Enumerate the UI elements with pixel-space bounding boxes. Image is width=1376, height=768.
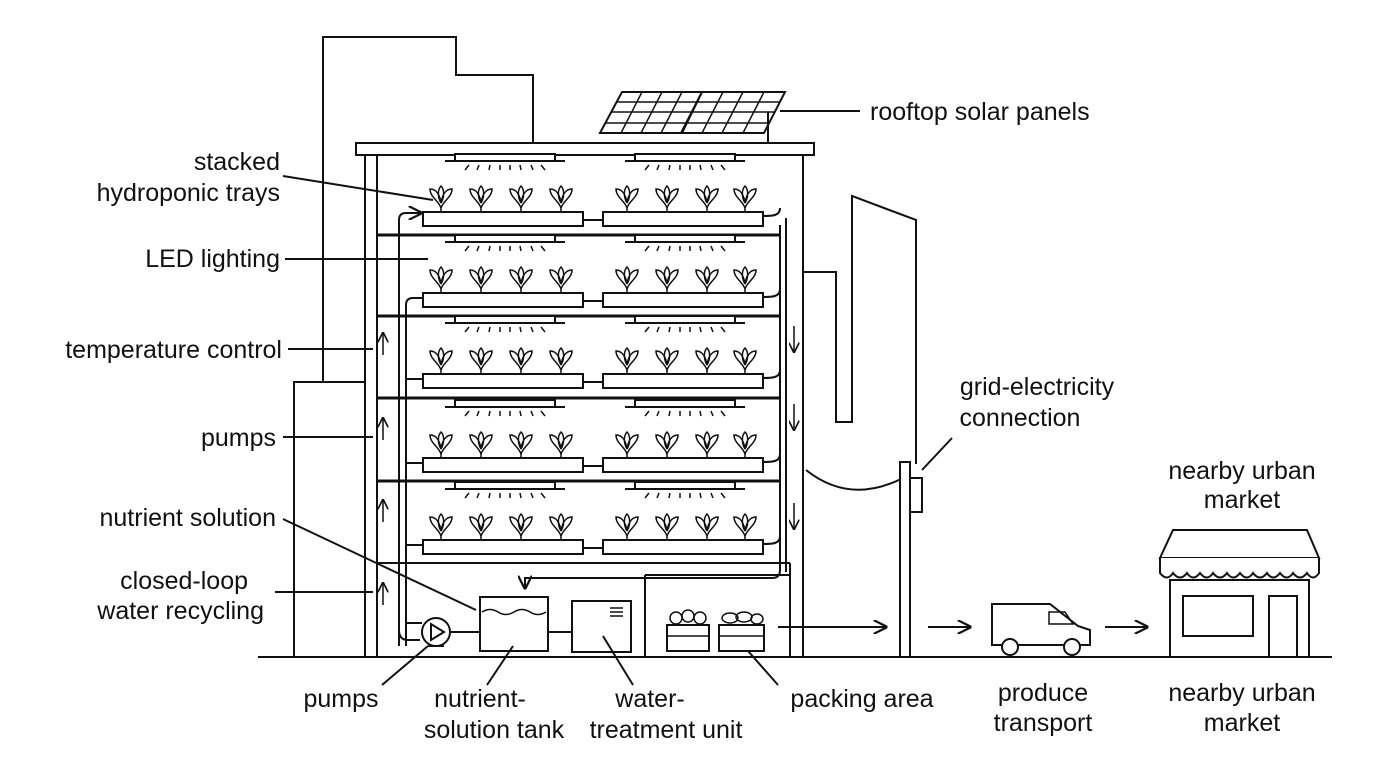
grid-connection-pole — [805, 461, 923, 658]
label-market-bottom-line2: market — [1204, 709, 1280, 737]
label-transport-line2: transport — [994, 709, 1093, 737]
label-closed-loop-line2: water recycling — [96, 597, 264, 625]
label-pumps-left: pumps — [201, 424, 276, 452]
label-packing-area: packing area — [790, 685, 933, 713]
labels: rooftop solar panels stacked hydroponic … — [65, 98, 1315, 744]
label-tank-line1: nutrient- — [434, 685, 526, 713]
label-water-line1: water- — [614, 685, 684, 713]
delivery-van-icon — [991, 603, 1091, 656]
leader-lines — [275, 110, 953, 686]
water-treatment-unit-icon — [571, 600, 632, 653]
label-market-top-line2: market — [1204, 486, 1280, 514]
label-pumps-bottom: pumps — [303, 685, 378, 713]
label-grid-line2: connection — [960, 404, 1081, 432]
label-grid-line1: grid-electricity — [960, 373, 1115, 401]
label-transport-line1: produce — [998, 679, 1088, 707]
label-market-top-line1: nearby urban — [1168, 457, 1315, 485]
label-closed-loop-line1: closed-loop — [120, 567, 248, 595]
label-temperature-control: temperature control — [65, 336, 282, 364]
label-tank-line2: solution tank — [424, 716, 565, 744]
nutrient-tank-icon — [479, 596, 549, 652]
market-building-icon — [1158, 529, 1321, 658]
produce-crates-icon — [666, 609, 765, 652]
label-water-line2: treatment unit — [590, 716, 743, 744]
label-nutrient-solution: nutrient solution — [99, 504, 276, 532]
label-stacked-trays-line2: hydroponic trays — [97, 179, 280, 207]
pump-icon — [421, 617, 451, 647]
water-pipes — [383, 213, 794, 646]
label-rooftop-solar: rooftop solar panels — [870, 98, 1090, 126]
hydroponic-shelves — [423, 154, 780, 554]
background-buildings — [293, 36, 917, 657]
solar-panels — [598, 91, 787, 143]
label-stacked-trays-line1: stacked — [194, 148, 280, 176]
label-market-bottom-line1: nearby urban — [1168, 679, 1315, 707]
label-led-lighting: LED lighting — [145, 245, 280, 273]
